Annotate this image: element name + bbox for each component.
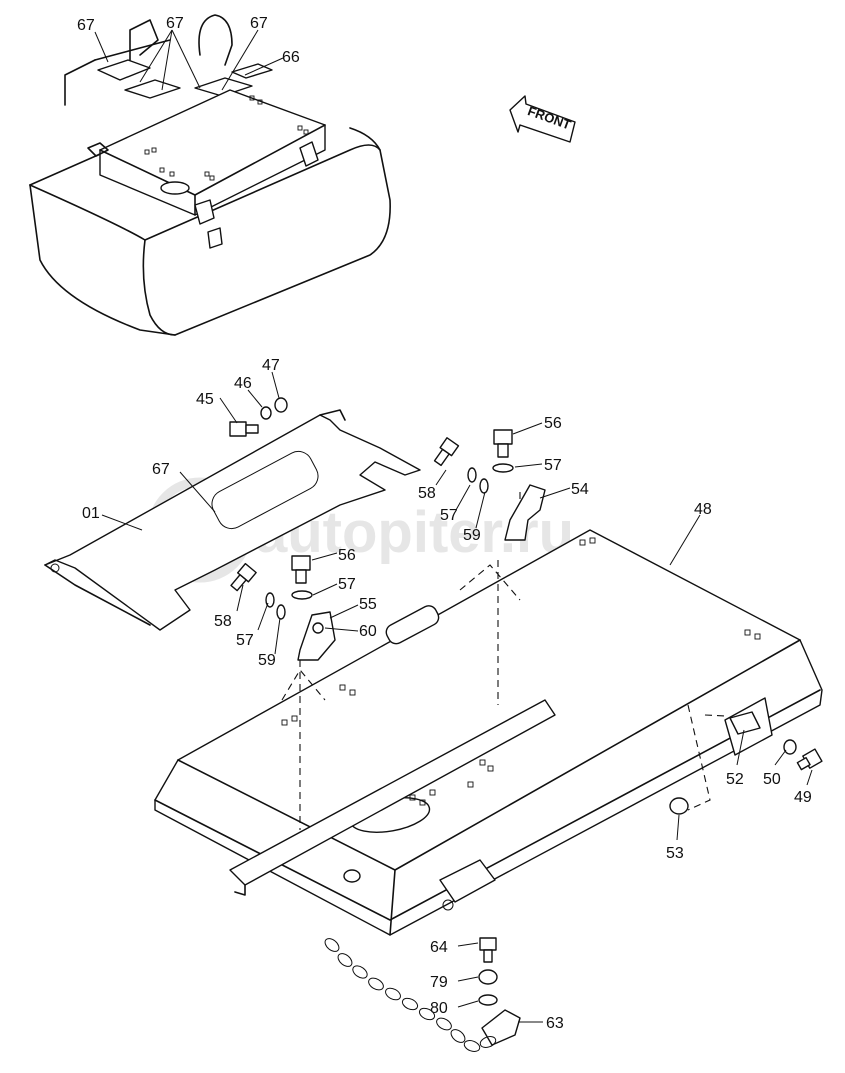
callout-labels: 67 67 67 66 47 46 45 67 01 56 57 54 48 5… bbox=[77, 15, 812, 1032]
callout-47: 47 bbox=[262, 357, 280, 374]
washer-57-lower bbox=[291, 590, 313, 600]
bolt-58-upper bbox=[433, 437, 460, 467]
callout-01: 01 bbox=[82, 505, 100, 522]
callout-67: 67 bbox=[166, 15, 184, 32]
callout-60: 60 bbox=[359, 623, 377, 640]
seat-pad-1 bbox=[97, 59, 151, 81]
bolt-56-lower bbox=[291, 555, 311, 584]
callout-67: 67 bbox=[152, 461, 170, 478]
top-seat-assembly bbox=[29, 14, 391, 336]
callout-59: 59 bbox=[463, 527, 481, 544]
callout-57: 57 bbox=[544, 457, 562, 474]
callout-58: 58 bbox=[214, 613, 232, 630]
nut-53 bbox=[669, 797, 689, 815]
callout-48: 48 bbox=[694, 501, 712, 518]
callout-57: 57 bbox=[338, 576, 356, 593]
callout-49: 49 bbox=[794, 789, 812, 806]
callout-57: 57 bbox=[236, 632, 254, 649]
callout-80: 80 bbox=[430, 1000, 448, 1017]
clip-59-lower bbox=[276, 604, 286, 620]
callout-45: 45 bbox=[196, 391, 214, 408]
callout-66: 66 bbox=[282, 49, 300, 66]
callout-67: 67 bbox=[250, 15, 268, 32]
callout-53: 53 bbox=[666, 845, 684, 862]
callout-50: 50 bbox=[763, 771, 781, 788]
washer-50 bbox=[783, 739, 797, 755]
callout-52: 52 bbox=[726, 771, 744, 788]
callout-59: 59 bbox=[258, 652, 276, 669]
safety-chain bbox=[324, 938, 497, 1052]
washer-47 bbox=[274, 397, 288, 413]
bolt-58-lower bbox=[230, 562, 257, 592]
callout-67: 67 bbox=[77, 17, 95, 34]
callout-54: 54 bbox=[571, 481, 589, 498]
callout-58: 58 bbox=[418, 485, 436, 502]
seat-pad-2 bbox=[124, 79, 181, 99]
front-direction-arrow: FRONT bbox=[509, 95, 576, 143]
latch-54 bbox=[504, 484, 546, 541]
washer-46 bbox=[260, 406, 272, 420]
callout-46: 46 bbox=[234, 375, 252, 392]
washer-57-upper bbox=[492, 463, 514, 473]
latch-55 bbox=[297, 611, 336, 661]
hood-hinge bbox=[439, 859, 496, 903]
nut-79 bbox=[478, 969, 498, 985]
callout-79: 79 bbox=[430, 974, 448, 991]
hood-handle bbox=[385, 605, 440, 645]
callout-57: 57 bbox=[440, 507, 458, 524]
hood-rail bbox=[229, 699, 556, 886]
plate-01-cutout bbox=[211, 450, 319, 530]
leader-lines bbox=[94, 29, 813, 1023]
lock-52 bbox=[729, 711, 761, 735]
top-plate-oval-hole bbox=[160, 181, 190, 195]
callout-55: 55 bbox=[359, 596, 377, 613]
top-cover-plate bbox=[99, 89, 326, 216]
callout-56: 56 bbox=[338, 547, 356, 564]
hood-knob bbox=[343, 869, 361, 883]
cover-plate-01 bbox=[44, 409, 421, 631]
bolt-49 bbox=[796, 748, 823, 771]
bolt-64 bbox=[479, 937, 497, 963]
pin-60 bbox=[312, 622, 324, 634]
hood-panel-48 bbox=[154, 490, 823, 936]
callout-63: 63 bbox=[546, 1015, 564, 1032]
small-parts bbox=[229, 397, 823, 1052]
callout-64: 64 bbox=[430, 939, 448, 956]
bolt-45 bbox=[229, 421, 259, 437]
bolt-56-upper bbox=[493, 429, 513, 458]
callout-56: 56 bbox=[544, 415, 562, 432]
washer-57-upper-b bbox=[467, 467, 477, 483]
washer-80 bbox=[478, 994, 498, 1006]
chain-bracket-63 bbox=[481, 1009, 521, 1046]
clip-59-upper bbox=[479, 478, 489, 494]
